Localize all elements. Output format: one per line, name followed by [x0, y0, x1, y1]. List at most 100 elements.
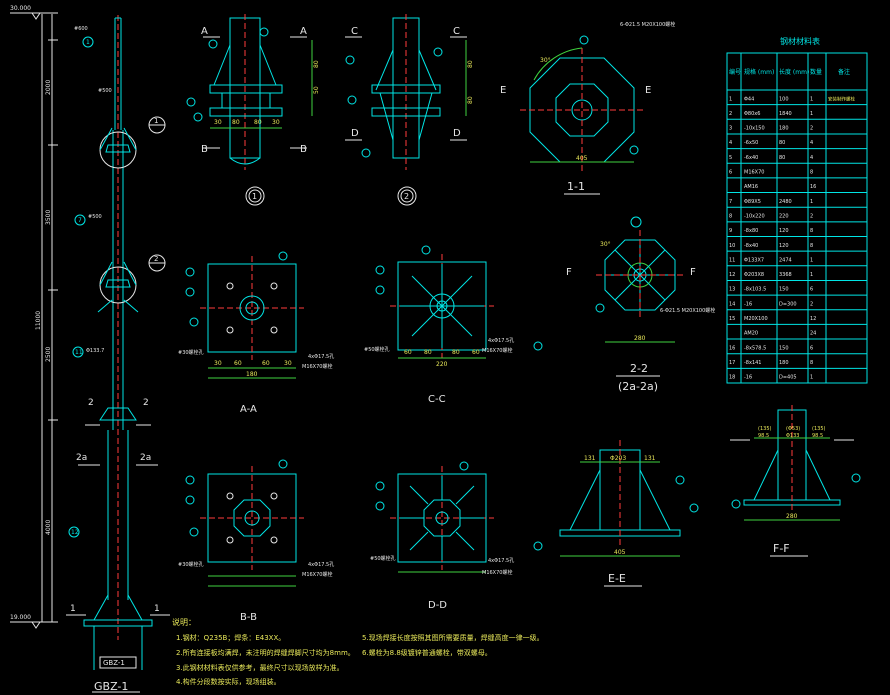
note-4: 4.构件分段数按实际，现场组装。 [176, 677, 281, 686]
aa-note-bolt-holes: 4xΦ17.5孔 [308, 353, 334, 360]
dim-2500: 2500 [45, 347, 52, 362]
ff-dim-b: (Φ53) [786, 426, 800, 432]
s22-angle: 30° [600, 241, 611, 248]
tower-title: GBZ-1 [94, 680, 128, 693]
table-cell: 6 [729, 170, 732, 176]
table-cell: 2480 [779, 199, 792, 205]
th-spec: 规格 (mm) [744, 68, 774, 76]
s11-note: 6-Φ21.5 M20X100螺栓 [620, 21, 675, 28]
table-cell: 1840 [779, 111, 792, 117]
tower-elevation: 30.000 19.000 2000 3500 2500 4000 11000 [10, 5, 170, 693]
cut-2a-right: 2a [140, 453, 151, 463]
table-cell: 18 [729, 375, 735, 381]
d1-vdim-a: 80 [313, 60, 320, 68]
table-cell: 120 [779, 243, 789, 249]
table-cell: -8x40 [744, 243, 758, 249]
ff-title: F-F [773, 542, 790, 555]
aa-title: A-A [240, 404, 257, 415]
section-f-f: (135) (Φ53) (135) 98.5 Φ133 98.5 280 F-F [730, 405, 861, 557]
section-2-2: 280 30° 6-Φ21.5 M20X100螺栓 F F 2-2 (2a-2a… [566, 216, 715, 393]
table-cell: 2 [810, 301, 813, 307]
s22-F-left: F [566, 267, 572, 278]
ee-dim-c: 131 [644, 455, 656, 462]
table-cell: 9 [729, 228, 732, 234]
aa-dim-d: 30 [284, 360, 292, 367]
th-no: 编号 [729, 68, 741, 76]
d1-dim-b: 80 [232, 119, 240, 126]
bb-title: B-B [240, 612, 257, 623]
note-500b: #500 [88, 214, 102, 220]
table-cell: Φ89X5 [744, 199, 761, 205]
s11-dim: 405 [576, 155, 588, 162]
table-cell: 180 [779, 126, 789, 132]
plan-bb: #30螺栓孔 4xΦ17.5孔 M16X70螺栓 B-B [178, 459, 334, 623]
table-cell: 17 [729, 360, 735, 366]
table-cell: 4 [810, 140, 813, 146]
table-cell: -16 [744, 375, 752, 381]
notes-block: 说明： 1.钢材：Q235B；焊条：E43XX。 2.所有连接板均满焊，未注明的… [172, 617, 544, 686]
cut-2-left: 2 [88, 398, 94, 408]
table-cell: Φ80x6 [744, 111, 760, 117]
section-e-e: 131 Φ203 131 405 E-E [559, 440, 699, 587]
s11-angle: 30° [540, 57, 551, 64]
plan-dd: #50螺栓孔 4xΦ17.5孔 M16X70螺栓 D-D [370, 461, 543, 611]
table-cell: 80 [779, 155, 785, 161]
note-pipe: Φ133.7 [86, 348, 104, 354]
svg-text:1: 1 [86, 39, 90, 46]
detail-2: C C D D 80 80 2 [345, 14, 474, 206]
note-5: 5.现场焊接长度按照其图所需要质量，焊缝高度一律一级。 [362, 633, 544, 642]
section-1-1: 30° 405 6-Φ21.5 M20X100螺栓 E E 1-1 [500, 21, 675, 195]
d1-vdim-b: 50 [313, 86, 320, 94]
aa-dim-c: 60 [262, 360, 270, 367]
sec-C-right: C [453, 26, 460, 37]
cut-1-left: 1 [70, 604, 76, 614]
table-cell: 8 [810, 170, 813, 176]
table-cell: 5 [729, 155, 732, 161]
cc-title: C-C [428, 394, 446, 405]
bb-note-bolt-holes: 4xΦ17.5孔 [308, 561, 334, 568]
aa-note-bolt: M16X70螺栓 [302, 363, 332, 370]
svg-text:11: 11 [75, 349, 83, 356]
cc-dim-d: 60 [472, 349, 480, 356]
table-cell: -8x103.5 [744, 287, 766, 293]
table-cell: 16 [729, 345, 735, 351]
sec-A-right: A [300, 26, 307, 37]
th-remark: 备注 [838, 68, 850, 76]
callout-2: 2 [154, 255, 158, 263]
table-title: 钢材材料表 [780, 36, 820, 46]
dim-total: 11000 [35, 311, 42, 330]
sec-A-left: A [201, 26, 208, 37]
table-cell: D=405 [779, 375, 797, 381]
base-tag: GBZ-1 [103, 659, 125, 667]
aa-dim-total: 180 [246, 371, 258, 378]
cut-2-right: 2 [143, 398, 149, 408]
cc-dim-b: 80 [424, 349, 432, 356]
ee-title: E-E [608, 572, 626, 585]
table-cell: 10 [729, 243, 735, 249]
table-cell: -10x150 [744, 126, 765, 132]
table-cell: Φ133X7 [744, 257, 764, 263]
table-cell: 1 [810, 272, 813, 278]
cc-note-hole: #50螺栓孔 [364, 346, 390, 353]
ee-dim-b: Φ203 [610, 455, 626, 462]
note-2: 2.所有连接板均满焊，未注明的焊缝焊脚尺寸均为8mm。 [176, 648, 355, 657]
table-cell: 2 [810, 213, 813, 219]
table-cell: 1 [810, 257, 813, 263]
d2-vdim-b: 80 [467, 96, 474, 104]
table-cell: Φ44 [744, 96, 754, 102]
s11-title: 1-1 [567, 180, 585, 193]
table-cell: Φ203X8 [744, 272, 764, 278]
table-header: 编号 规格 (mm) 长度 (mm) 数量 备注 [729, 68, 850, 76]
table-cell: 16 [810, 184, 816, 190]
table-cell: -10x220 [744, 213, 765, 219]
sec-B-left: B [201, 144, 208, 155]
s11-E-right: E [645, 85, 651, 96]
svg-text:12: 12 [71, 529, 79, 536]
aa-note-hole: #30螺栓孔 [178, 349, 204, 356]
table-cell: 8 [810, 360, 813, 366]
d2-vdim-a: 80 [467, 60, 474, 68]
table-cell: 1 [810, 96, 813, 102]
s22-sub: (2a-2a) [618, 380, 658, 393]
